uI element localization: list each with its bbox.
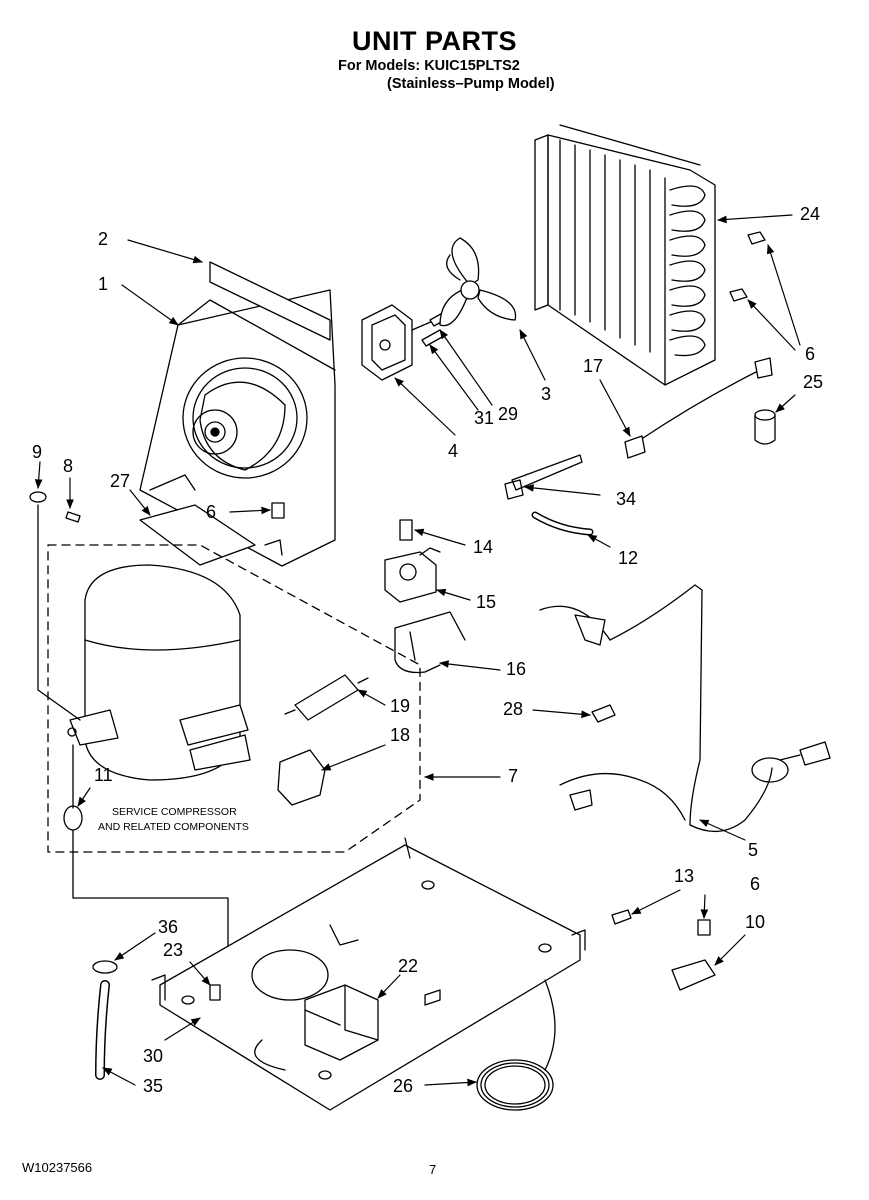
clamp-part-36 [92,960,118,974]
callout-6-bracket: 6 [750,874,760,894]
callout-19: 23 [163,940,183,960]
callout-2: 2 [98,229,108,249]
callout-24: 24 [800,204,820,224]
models-line: For Models: KUIC15PLTS2 [338,58,520,74]
callout-13: 13 [674,866,694,886]
seal-strip-part-2 [209,261,331,341]
page-number: 7 [429,1162,437,1177]
screw-part-13 [611,909,632,925]
callout-27: 27 [110,471,130,491]
fan-blade-part-3 [439,237,517,327]
screw-part-14 [399,519,413,541]
base-pan [151,837,586,1111]
callout-25: 25 [803,372,823,392]
drier-part-23 [284,674,369,721]
service-note-line-2: AND RELATED COMPONENTS [98,821,249,833]
callout-6-condenser: 6 [805,344,815,364]
fan-shroud-part-1 [139,289,336,567]
screw-part-6-shroud [271,502,285,519]
model-description: (Stainless–Pump Model) [387,76,555,92]
callout-22: 22 [398,956,418,976]
service-compressor-boundary [47,544,421,853]
callout-12: 12 [618,548,638,568]
fan-motor-part-4 [361,304,441,381]
callout-7: 7 [508,766,518,786]
callout-28: 28 [503,699,523,719]
callout-5: 5 [748,840,758,860]
callout-10: 10 [745,912,765,932]
callout-31: 31 [474,408,494,428]
pump-part-22 [304,984,379,1061]
callout-36: 36 [158,917,178,937]
callout-29: 29 [498,404,518,424]
wiring-harness-part-5 [539,584,831,832]
callout-26: 26 [393,1076,413,1096]
solenoid-part-15 [384,547,441,603]
service-note-line-1: SERVICE COMPRESSOR [112,806,237,818]
document-number: W10237566 [22,1160,93,1175]
callout-14: 14 [473,537,493,557]
bracket-part-10 [671,959,716,991]
compressor [67,564,251,781]
callout-4: 4 [448,441,458,461]
callout-1: 1 [98,274,108,294]
screw-part-19 [209,984,221,1001]
screw-part-6-bracket [697,919,711,936]
screw-part-31 [421,329,445,347]
callout-17: 17 [583,356,603,376]
callout-16: 16 [506,659,526,679]
clip-part-28 [591,704,616,723]
cable-tie-part-34 [504,454,583,500]
callout-labels: 2 1 3 4 31 29 24 6 17 25 34 12 14 15 16 … [32,204,823,1096]
callout-35: 35 [143,1076,163,1096]
page-title: UNIT PARTS [352,26,517,56]
callout-15: 15 [476,592,496,612]
callout-11: 11 [94,765,113,785]
grommet-part-11 [63,805,83,831]
callout-8: 8 [63,456,73,476]
grommet-part-9 [29,491,47,503]
callout-34: 34 [616,489,636,509]
plate-part-27 [139,504,256,566]
coiled-tube-part-26 [476,979,556,1111]
callout-18: 18 [390,725,410,745]
callout-6-shroud: 6 [206,502,216,522]
bracket-part-16 [394,611,466,674]
sensor-wire-part-17 [624,357,773,459]
callout-30: 30 [143,1046,163,1066]
condenser-part-24 [534,124,716,386]
callout-9: 9 [32,442,42,462]
relay-part-18 [277,749,326,806]
callout-3: 3 [541,384,551,404]
screw-part-6-condenser-lower [729,288,748,302]
clip-part-8 [65,511,81,523]
capacitor-part-25 [754,409,776,445]
screw-part-6-condenser-upper [747,231,766,245]
callout-23: 19 [390,696,410,716]
